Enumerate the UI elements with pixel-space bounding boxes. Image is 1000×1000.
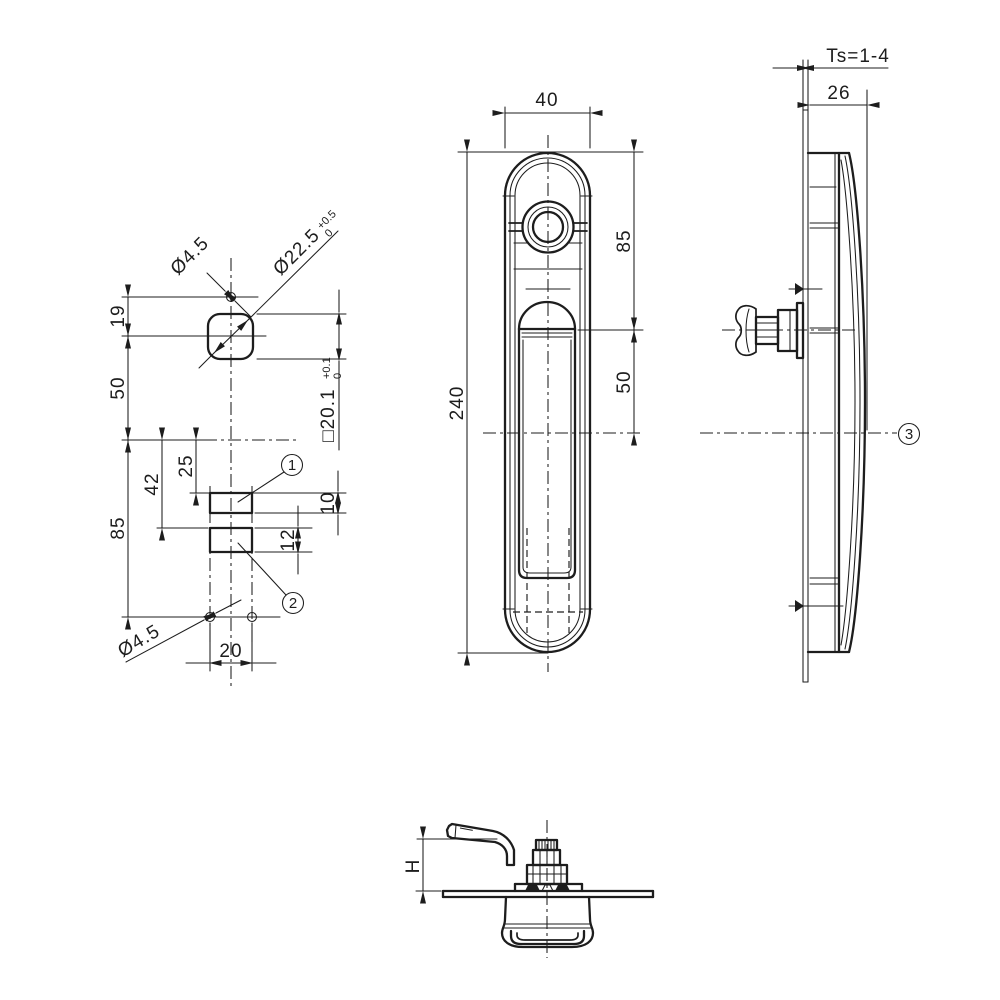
hole-top-dia-label: Ø4.5 bbox=[167, 233, 214, 280]
dim-40-label: 40 bbox=[535, 90, 558, 111]
lock-cylinder bbox=[508, 200, 588, 270]
dim-front-50-label: 50 bbox=[614, 370, 635, 393]
rivet-stud-bottom bbox=[788, 600, 844, 612]
balloon-3-number: 3 bbox=[905, 426, 913, 443]
balloon-2-number: 2 bbox=[289, 595, 297, 612]
latch-mechanism bbox=[513, 838, 584, 893]
handle-side-view: H bbox=[403, 820, 655, 958]
front-plate-tangent-ticks bbox=[502, 195, 593, 610]
side-view-dimension-lines bbox=[772, 64, 889, 431]
hole-bottom-dia-label: Ø4.5 bbox=[114, 621, 164, 662]
balloon-1: 1 bbox=[237, 453, 304, 503]
handle-view-dimension-lines bbox=[415, 826, 498, 904]
handle-cup bbox=[500, 895, 595, 949]
dim-20-label: 20 bbox=[219, 641, 242, 662]
panel-bar bbox=[441, 889, 655, 899]
dim-25-label: 25 bbox=[176, 454, 197, 477]
handle-shell-side bbox=[806, 151, 867, 654]
cam-lever bbox=[445, 822, 516, 867]
dim-19-label: 19 bbox=[108, 304, 129, 327]
front-view-hidden-holes bbox=[513, 528, 583, 633]
handle-recess bbox=[517, 300, 577, 580]
front-view-dimension-lines bbox=[457, 106, 644, 666]
dim-42-label: 42 bbox=[142, 472, 163, 495]
wing-knob bbox=[735, 301, 805, 360]
dim-240-label: 240 bbox=[447, 386, 468, 421]
dim-10-label: 10 bbox=[318, 491, 339, 514]
front-plate-rim-1 bbox=[509, 157, 586, 648]
side-view: Ts=1-4 26 3 bbox=[700, 46, 921, 683]
balloon-2: 2 bbox=[237, 542, 305, 615]
rivet-stud-top bbox=[788, 283, 823, 295]
mounting-cutout-2 bbox=[208, 526, 254, 554]
front-view: 40 240 85 50 bbox=[447, 90, 644, 672]
panel-thickness-label: Ts=1-4 bbox=[826, 46, 890, 67]
front-plate-rim-2 bbox=[514, 162, 581, 643]
dim-85-label: 85 bbox=[108, 516, 129, 539]
balloon-3: 3 bbox=[897, 422, 921, 446]
hole-pattern-dimension-lines bbox=[124, 230, 343, 667]
dim-front-85-label: 85 bbox=[614, 229, 635, 252]
front-plate-outline bbox=[503, 151, 592, 654]
dim-h-label: H bbox=[403, 859, 424, 874]
hole-pattern-view: 19 50 85 42 25 10 12 20 Ø4.5 Ø22.5 +0.5 … bbox=[108, 199, 352, 688]
dim-26-label: 26 bbox=[827, 83, 850, 104]
square-dia-label: Ø22.5 +0.5 0 bbox=[267, 199, 352, 284]
front-view-centerlines bbox=[483, 135, 640, 672]
balloon-1-number: 1 bbox=[288, 457, 296, 474]
dim-12-label: 12 bbox=[278, 528, 299, 551]
dim-50-label: 50 bbox=[108, 376, 129, 399]
square-size-label: □20.1 +0.1 0 bbox=[314, 351, 344, 442]
door-panel bbox=[802, 59, 809, 683]
